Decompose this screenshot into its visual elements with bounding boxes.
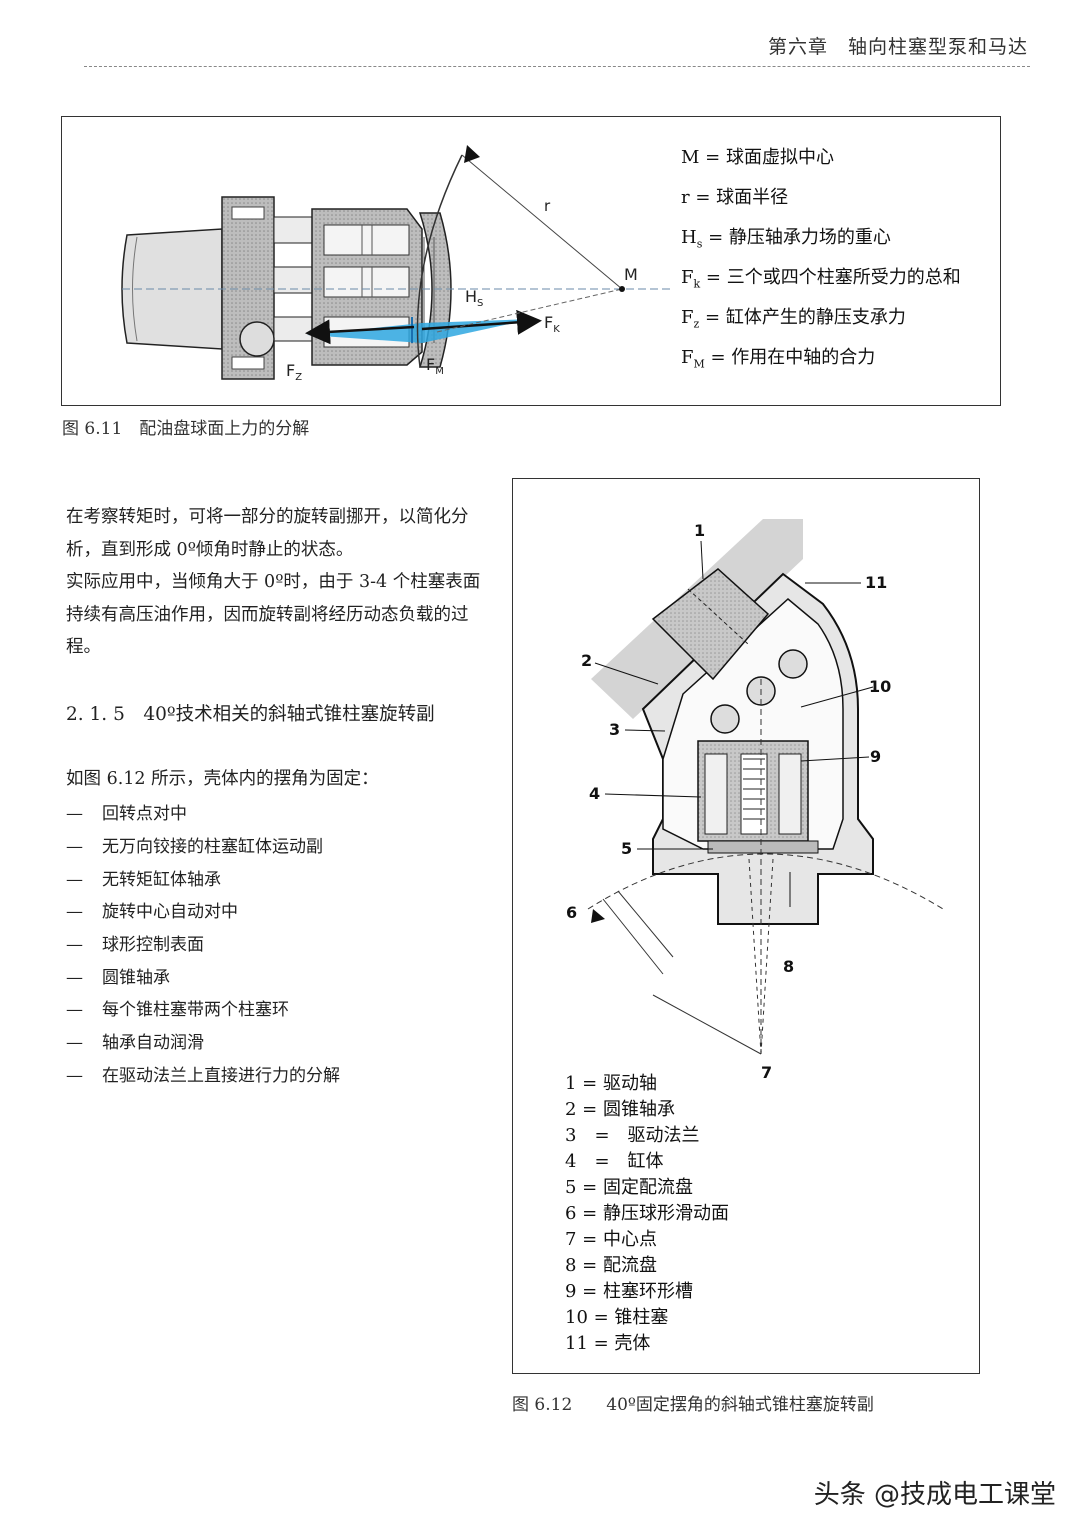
callout-8: 8 <box>783 957 795 976</box>
callout-7: 7 <box>761 1063 773 1082</box>
legend-item: Fz = 缸体产生的静压支承力 <box>681 307 906 331</box>
figure-6-12-drawing <box>587 519 944 1055</box>
figure-6-11: r M HS FK FZ FM M = 球面虚拟中心 r = 球面半径 Hs =… <box>61 116 1001 406</box>
legend-item: 5 = 固定配流盘 <box>565 1177 693 1198</box>
legend-item: FM = 作用在中轴的合力 <box>681 347 876 371</box>
legend-item: M = 球面虚拟中心 <box>681 147 834 168</box>
intro-text: 如图 6.12 所示，壳体内的摆角为固定： <box>66 769 379 789</box>
legend-item: 4 = 缸体 <box>565 1151 664 1172</box>
callout-9: 9 <box>870 747 882 766</box>
fz-label: FZ <box>286 361 303 384</box>
legend-item: 8 = 配流盘 <box>565 1255 657 1276</box>
callout-10: 10 <box>869 677 892 696</box>
list-item: —无万向铰接的柱塞缸体运动副 <box>66 837 323 857</box>
legend-item: 2 = 圆锥轴承 <box>565 1099 675 1120</box>
list-item: —无转矩缸体轴承 <box>66 870 221 890</box>
paragraph: 实际应用中，当倾角大于 0º时，由于 3-4 个柱塞表面持续有高压油作用，因而旋… <box>66 572 481 657</box>
list-item: —轴承自动润滑 <box>66 1033 204 1053</box>
list-item: —在驱动法兰上直接进行力的分解 <box>66 1066 340 1086</box>
legend-item: 3 = 驱动法兰 <box>565 1125 700 1146</box>
centre-label: M <box>624 265 638 284</box>
header-title: 第六章 轴向柱塞型泵和马达 <box>767 36 1028 58</box>
header-rule <box>84 66 1030 67</box>
list-item: —圆锥轴承 <box>66 968 170 988</box>
figure-6-12: 1 2 3 4 5 6 7 8 9 10 11 1 = 驱动轴 2 = 圆锥轴承… <box>512 478 980 1374</box>
figure-6-11-caption: 图 6.11 配油盘球面上力的分解 <box>62 419 310 439</box>
legend-item: 10 = 锥柱塞 <box>565 1307 669 1328</box>
callout-3: 3 <box>609 720 621 739</box>
figure-6-12-caption: 图 6.12 40º固定摆角的斜轴式锥柱塞旋转副 <box>512 1395 874 1415</box>
section-title: 2. 1. 5 40º技术相关的斜轴式锥柱塞旋转副 <box>66 704 435 725</box>
legend-item: 9 = 柱塞环形槽 <box>565 1281 693 1302</box>
legend-item: 11 = 壳体 <box>565 1333 651 1354</box>
legend-item: Fk = 三个或四个柱塞所受力的总和 <box>681 267 961 291</box>
callout-11: 11 <box>865 573 888 592</box>
fk-label: FK <box>544 313 560 336</box>
legend-item: 7 = 中心点 <box>565 1229 657 1250</box>
radius-label: r <box>544 197 551 215</box>
legend-item: r = 球面半径 <box>681 187 789 208</box>
paragraph: 在考察转矩时，可将一部分的旋转副挪开，以简化分析，直到形成 0º倾角时静止的状态… <box>66 507 469 560</box>
callout-2: 2 <box>581 651 593 670</box>
list-item: —球形控制表面 <box>66 935 204 955</box>
legend-item: 1 = 驱动轴 <box>565 1073 657 1094</box>
callout-1: 1 <box>694 521 706 540</box>
callout-6: 6 <box>566 903 578 922</box>
fm-label: FM <box>426 355 444 378</box>
watermark: 头条 @技成电工课堂 <box>813 1480 1056 1510</box>
callout-5: 5 <box>621 839 633 858</box>
legend-item: Hs = 静压轴承力场的重心 <box>681 227 891 251</box>
figure-6-11-drawing <box>121 145 672 380</box>
legend-item: 6 = 静压球形滑动面 <box>565 1203 729 1224</box>
callout-4: 4 <box>589 784 601 803</box>
list-item: —回转点对中 <box>66 804 187 824</box>
list-item: —旋转中心自动对中 <box>66 902 238 922</box>
list-item: —每个锥柱塞带两个柱塞环 <box>66 1000 289 1020</box>
hs-label: HS <box>465 287 484 310</box>
